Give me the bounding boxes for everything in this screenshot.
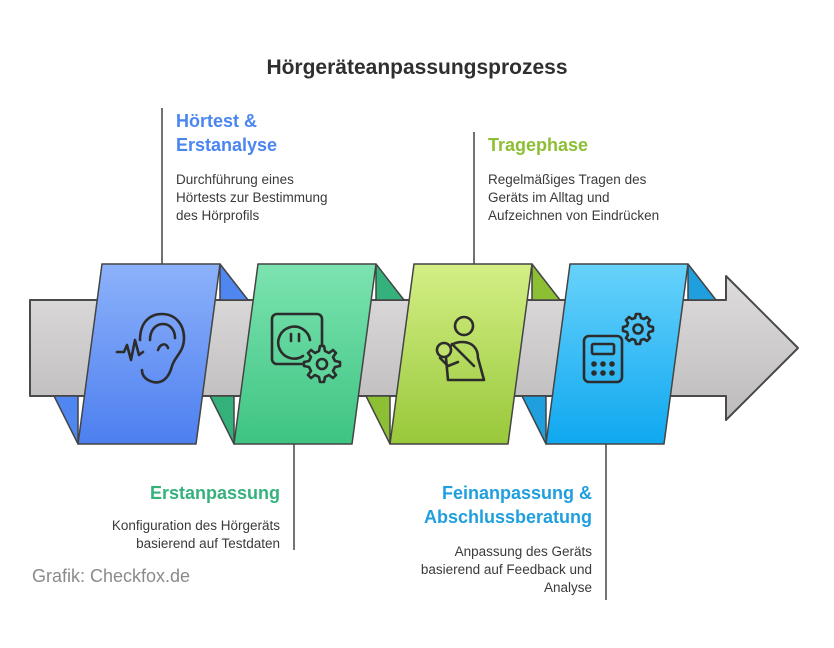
step-3-title-line1: Tragephase bbox=[488, 135, 589, 155]
step-1-desc-line1: Durchführung eines bbox=[176, 172, 294, 187]
step-4-title-line1: Feinanpassung & bbox=[441, 483, 592, 503]
step-4-desc-line3: Analyse bbox=[543, 580, 592, 595]
step-1-title: Hörtest & Erstanalyse bbox=[176, 109, 277, 157]
step-3-desc-line2: Geräts im Alltag und bbox=[488, 190, 610, 205]
step-2-desc-line2: basierend auf Testdaten bbox=[136, 536, 280, 551]
step-4-title-line2: Abschlussberatung bbox=[423, 507, 592, 527]
step-3-description: Regelmäßiges Tragen des Geräts im Alltag… bbox=[488, 171, 659, 225]
step-4-desc-line2: basierend auf Feedback und bbox=[420, 562, 592, 577]
step-band-1 bbox=[53, 263, 249, 445]
step-1-desc-line2: Hörtests zur Bestimmung bbox=[176, 190, 328, 205]
step-band-2 bbox=[209, 263, 405, 445]
step-2-title-line1: Erstanpassung bbox=[149, 483, 280, 503]
step-2-title: Erstanpassung bbox=[150, 481, 280, 505]
calculator-gear-icon bbox=[582, 312, 655, 384]
socket-gear-icon bbox=[270, 312, 342, 384]
step-4-description: Anpassung des Geräts basierend auf Feedb… bbox=[421, 543, 592, 597]
ear-icon bbox=[115, 312, 186, 384]
step-2-desc-line1: Konfiguration des Hörgeräts bbox=[111, 518, 280, 533]
step-1-description: Durchführung eines Hörtests zur Bestimmu… bbox=[176, 171, 328, 225]
person-sling-icon bbox=[435, 315, 486, 382]
step-1-title-line2: Erstanalyse bbox=[176, 135, 278, 155]
step-band-4 bbox=[521, 263, 717, 445]
step-2-description: Konfiguration des Hörgeräts basierend au… bbox=[112, 517, 280, 553]
step-3-desc-line3: Aufzeichnen von Eindrücken bbox=[488, 208, 660, 223]
step-1-desc-line3: des Hörprofils bbox=[176, 208, 260, 223]
source-credit: Grafik: Checkfox.de bbox=[32, 566, 191, 586]
page-title: Hörgeräteanpassungsprozess bbox=[266, 56, 568, 79]
step-4-title: Feinanpassung & Abschlussberatung bbox=[424, 481, 592, 529]
step-4-desc-line1: Anpassung des Geräts bbox=[454, 544, 592, 559]
step-3-desc-line1: Regelmäßiges Tragen des bbox=[488, 172, 647, 187]
step-3-title: Tragephase bbox=[488, 133, 588, 157]
step-1-title-line1: Hörtest & bbox=[176, 111, 258, 131]
